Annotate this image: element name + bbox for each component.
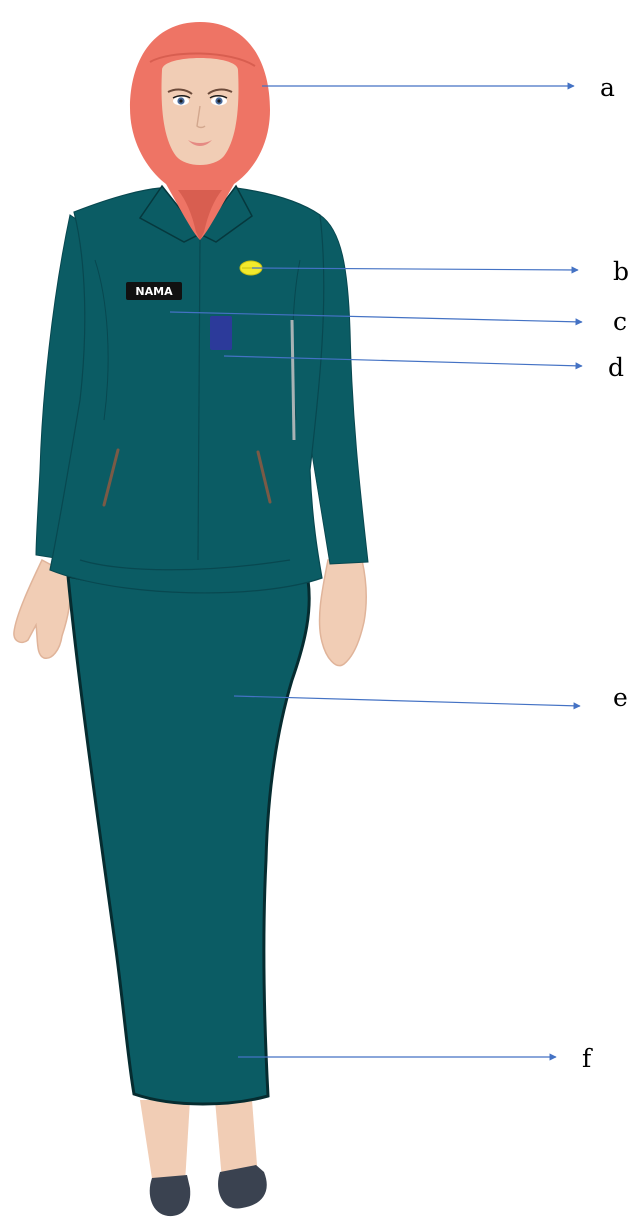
callout-a-label: a bbox=[600, 73, 615, 102]
id-badge bbox=[210, 316, 232, 350]
name-tag: NAMA bbox=[126, 282, 182, 300]
figure: NAMA bbox=[14, 22, 368, 1216]
callout-a: a bbox=[262, 73, 615, 102]
right-shoe bbox=[218, 1165, 267, 1208]
callout-e-label: e bbox=[613, 683, 628, 712]
skirt bbox=[68, 576, 309, 1104]
callout-e: e bbox=[234, 683, 628, 712]
callout-b-label: b bbox=[613, 257, 629, 286]
left-shoe bbox=[150, 1175, 191, 1216]
jacket bbox=[50, 188, 324, 593]
callout-c-label: c bbox=[613, 307, 627, 336]
face bbox=[162, 58, 239, 165]
right-hand bbox=[320, 560, 367, 666]
callout-d-label: d bbox=[608, 353, 624, 382]
callout-f-label: f bbox=[582, 1044, 593, 1073]
callout-f: f bbox=[238, 1044, 593, 1073]
name-tag-text: NAMA bbox=[135, 285, 173, 298]
